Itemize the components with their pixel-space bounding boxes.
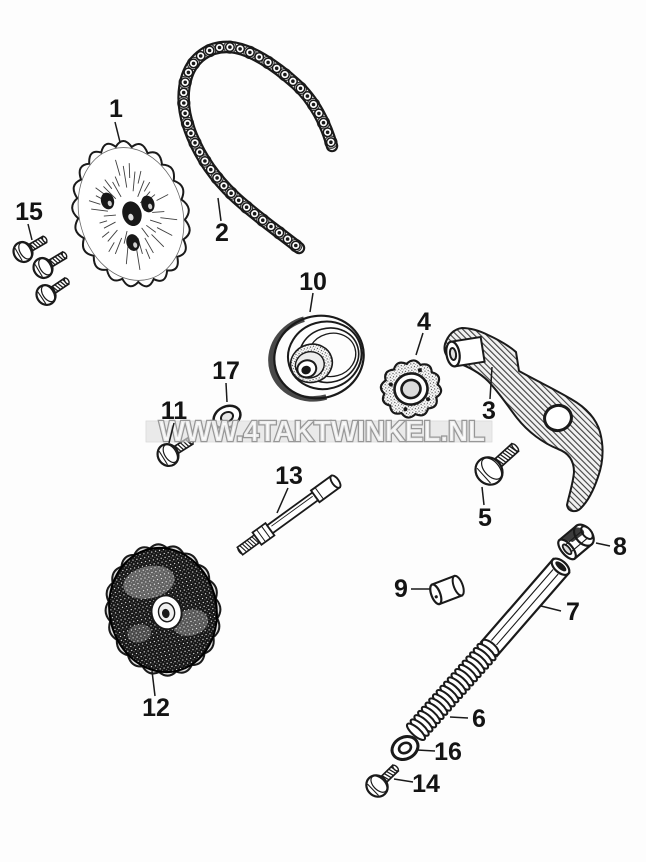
part-label-8: 8 [613, 533, 627, 561]
part-10-guide-roller [268, 314, 365, 402]
leader-line-13 [276, 487, 289, 514]
part-labels: 1 2 3 4 5 6 7 8 9 10 11 12 13 14 15 16 1… [15, 95, 627, 798]
part-15-bolt-a [12, 235, 48, 264]
rod-bore [555, 561, 567, 572]
leader-line-12 [151, 670, 156, 697]
part-label-4: 4 [417, 308, 431, 336]
sprocket-rim [77, 147, 185, 281]
arm-hole [543, 403, 573, 433]
part-label-5: 5 [478, 504, 492, 532]
part-label-13: 13 [275, 462, 303, 490]
part-16-washer [390, 735, 420, 761]
leader-line-2 [217, 197, 222, 222]
part-3-tensioner-arm [443, 327, 604, 513]
part-label-12: 12 [142, 694, 170, 722]
leader-line-7 [540, 605, 562, 612]
part-12-sprocket-disc [104, 543, 222, 677]
watermark: WWW.4TAKTWINKEL.NL [145, 415, 493, 449]
part-label-6: 6 [472, 705, 486, 733]
part-15-bolt-c [35, 276, 70, 306]
part-14-bolt [365, 764, 400, 798]
center-hole-highlight [128, 213, 134, 221]
center-hole [122, 201, 142, 227]
arm-boss [445, 335, 486, 368]
part-label-10: 10 [299, 268, 327, 296]
part-6-spring [405, 642, 497, 741]
watermark-text: WWW.4TAKTWINKEL.NL [159, 416, 485, 448]
leader-line-11 [168, 422, 175, 444]
disc-hub-hole [161, 608, 170, 619]
part-7-push-rod [479, 557, 571, 658]
part-8-cap-nut [557, 523, 595, 561]
bolt-holes [100, 192, 155, 251]
part-label-17: 17 [212, 357, 240, 385]
center-hole [400, 378, 422, 400]
roller-hub-hole [301, 365, 311, 375]
part-label-7: 7 [566, 598, 580, 626]
leader-lines [27, 121, 611, 783]
part-label-11: 11 [161, 397, 188, 425]
leader-line-5 [481, 486, 485, 506]
part-label-1: 1 [109, 95, 123, 123]
leader-line-6 [449, 716, 469, 719]
part-9-spacer [429, 574, 465, 606]
part-15-bolt-b [32, 250, 68, 280]
leader-line-17 [225, 382, 228, 403]
leader-line-16 [416, 749, 436, 752]
leader-line-15 [27, 223, 33, 241]
part-label-3: 3 [482, 397, 496, 425]
leader-line-1 [114, 121, 121, 143]
part-1-cam-sprocket [71, 140, 191, 288]
part-label-2: 2 [215, 219, 229, 247]
part-label-15: 15 [15, 198, 43, 226]
leader-line-4 [415, 332, 424, 356]
leader-line-14 [393, 778, 414, 783]
leader-line-10 [309, 292, 314, 313]
leader-line-3 [489, 366, 493, 400]
part-5-pivot-bolt [474, 442, 520, 486]
sprocket-hatching [88, 159, 178, 270]
part-13-guide-rod [236, 474, 342, 556]
part-2-cam-chain [177, 40, 339, 255]
leader-line-8 [595, 542, 611, 547]
arm-body [443, 327, 604, 513]
watermark-band [145, 420, 493, 443]
part-4-tensioner-sprocket [379, 359, 443, 419]
part-label-16: 16 [434, 738, 462, 766]
part-label-9: 9 [394, 575, 408, 603]
part-label-14: 14 [412, 770, 440, 798]
